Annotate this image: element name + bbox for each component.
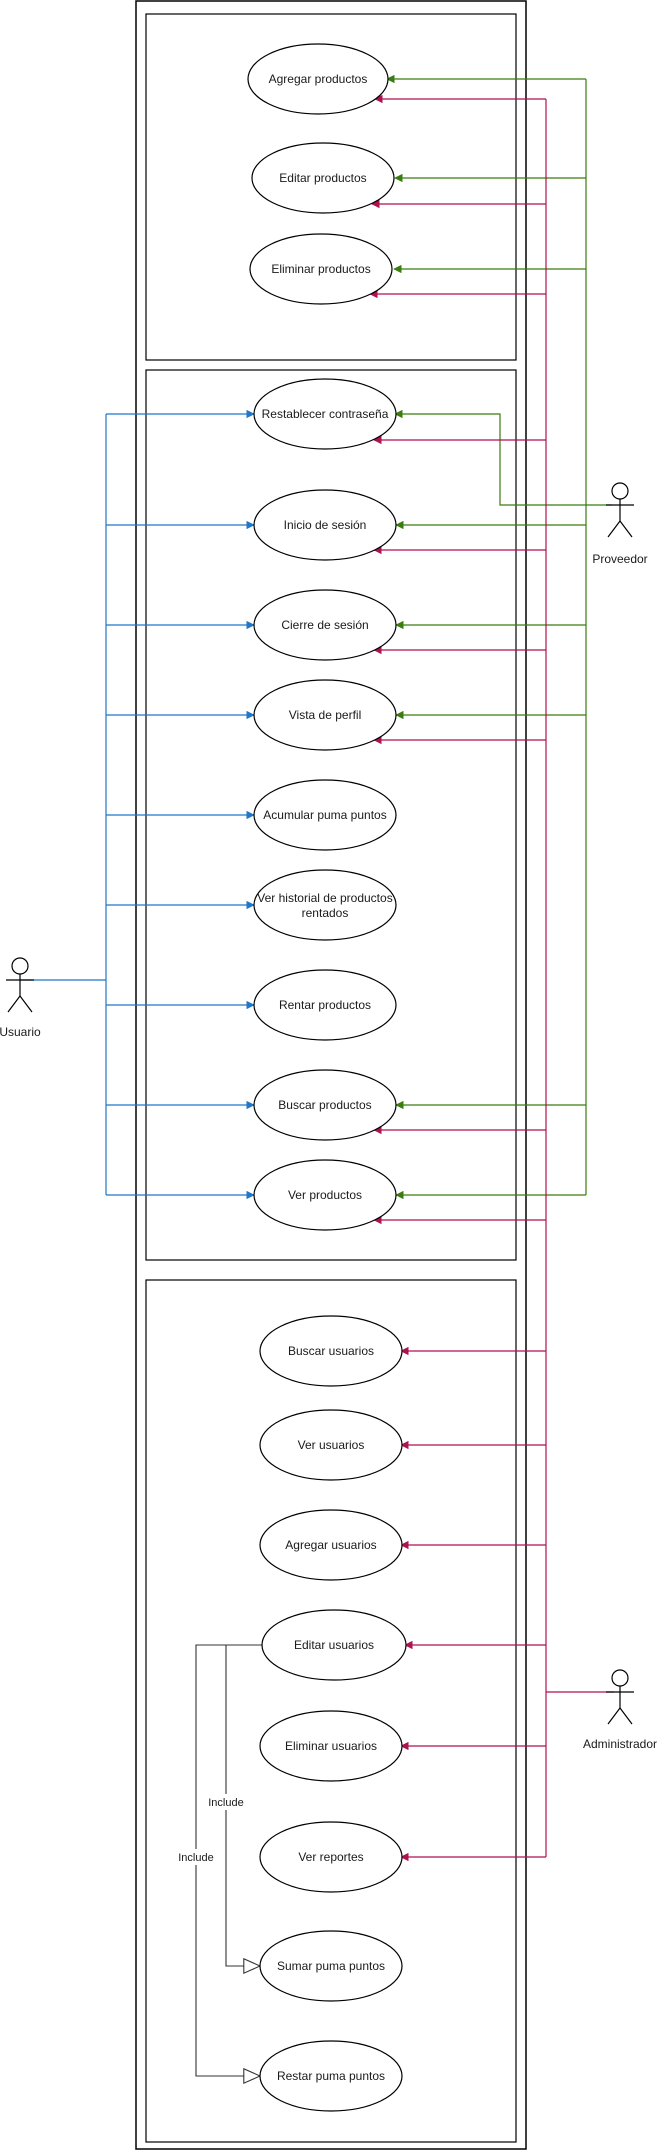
svg-text:Rentar productos: Rentar productos — [279, 998, 371, 1012]
svg-text:Sumar puma puntos: Sumar puma puntos — [277, 1959, 385, 1973]
svg-text:Ver historial de productos: Ver historial de productos — [257, 891, 392, 905]
svg-text:Buscar usuarios: Buscar usuarios — [288, 1344, 374, 1358]
svg-text:Acumular puma puntos: Acumular puma puntos — [263, 808, 386, 822]
use-case-restar-puma-puntos[interactable]: Restar puma puntos — [259, 2040, 403, 2112]
actor-proveedor[interactable] — [606, 482, 634, 538]
use-case-restablecer-contrasena[interactable]: Restablecer contraseña — [253, 378, 397, 450]
actor-proveedor-label: Proveedor — [592, 552, 647, 566]
use-case-eliminar-productos[interactable]: Eliminar productos — [249, 233, 393, 305]
stick-figure-icon — [11, 957, 29, 975]
use-case-editar-usuarios[interactable]: Editar usuarios — [261, 1609, 407, 1681]
use-case-agregar-productos[interactable]: Agregar productos — [247, 43, 389, 115]
package-productos — [145, 13, 517, 361]
stick-figure-icon — [611, 482, 629, 500]
use-case-agregar-usuarios[interactable]: Agregar usuarios — [259, 1509, 403, 1581]
use-case-ver-usuarios[interactable]: Ver usuarios — [259, 1409, 403, 1481]
use-case-ver-reportes[interactable]: Ver reportes — [259, 1821, 403, 1893]
use-case-editar-productos[interactable]: Editar productos — [251, 142, 395, 214]
usuario-associations — [20, 409, 255, 1200]
svg-text:Editar usuarios: Editar usuarios — [294, 1638, 374, 1652]
use-case-eliminar-usuarios[interactable]: Eliminar usuarios — [259, 1710, 403, 1782]
use-case-ver-productos[interactable]: Ver productos — [253, 1159, 397, 1231]
package-administracion — [145, 1279, 517, 2143]
svg-text:Eliminar productos: Eliminar productos — [271, 262, 370, 276]
use-case-vista-perfil[interactable]: Vista de perfil — [253, 679, 397, 751]
actor-usuario-label: Usuario — [0, 1025, 41, 1039]
svg-text:Cierre de sesión: Cierre de sesión — [281, 618, 368, 632]
svg-text:Agregar usuarios: Agregar usuarios — [285, 1538, 376, 1552]
use-case-inicio-sesion[interactable]: Inicio de sesión — [253, 489, 397, 561]
system-boundary — [135, 0, 527, 2150]
include-label-restar: Include — [178, 1852, 213, 1864]
use-case-cierre-sesion[interactable]: Cierre de sesión — [253, 589, 397, 661]
use-case-rentar-productos[interactable]: Rentar productos — [253, 969, 397, 1041]
svg-text:Vista de perfil: Vista de perfil — [289, 708, 362, 722]
administrador-associations — [369, 94, 614, 1862]
actor-administrador-label: Administrador — [583, 1737, 657, 1751]
svg-text:Ver productos: Ver productos — [288, 1188, 362, 1202]
svg-text:Restar puma puntos: Restar puma puntos — [277, 2069, 385, 2083]
svg-text:Restablecer contraseña: Restablecer contraseña — [262, 407, 389, 421]
include-label-sumar: Include — [208, 1797, 243, 1809]
use-case-buscar-productos[interactable]: Buscar productos — [253, 1069, 397, 1141]
svg-text:Ver usuarios: Ver usuarios — [298, 1438, 365, 1452]
use-case-ver-historial[interactable]: Ver historial de productos rentados — [253, 869, 397, 941]
stick-figure-icon — [611, 1669, 629, 1687]
svg-text:Buscar productos: Buscar productos — [278, 1098, 371, 1112]
svg-text:Eliminar usuarios: Eliminar usuarios — [285, 1739, 377, 1753]
svg-text:Editar productos: Editar productos — [279, 171, 366, 185]
use-case-sumar-puma-puntos[interactable]: Sumar puma puntos — [259, 1930, 403, 2002]
use-case-acumular-puma-puntos[interactable]: Acumular puma puntos — [253, 779, 397, 851]
svg-text:Ver reportes: Ver reportes — [298, 1850, 363, 1864]
svg-text:rentados: rentados — [302, 906, 349, 920]
actor-administrador[interactable] — [606, 1669, 634, 1725]
svg-text:Inicio de sesión: Inicio de sesión — [284, 518, 367, 532]
use-case-buscar-usuarios[interactable]: Buscar usuarios — [259, 1315, 403, 1387]
actor-usuario[interactable] — [6, 957, 34, 1013]
svg-text:Agregar productos: Agregar productos — [269, 72, 368, 86]
proveedor-associations — [386, 74, 612, 1200]
